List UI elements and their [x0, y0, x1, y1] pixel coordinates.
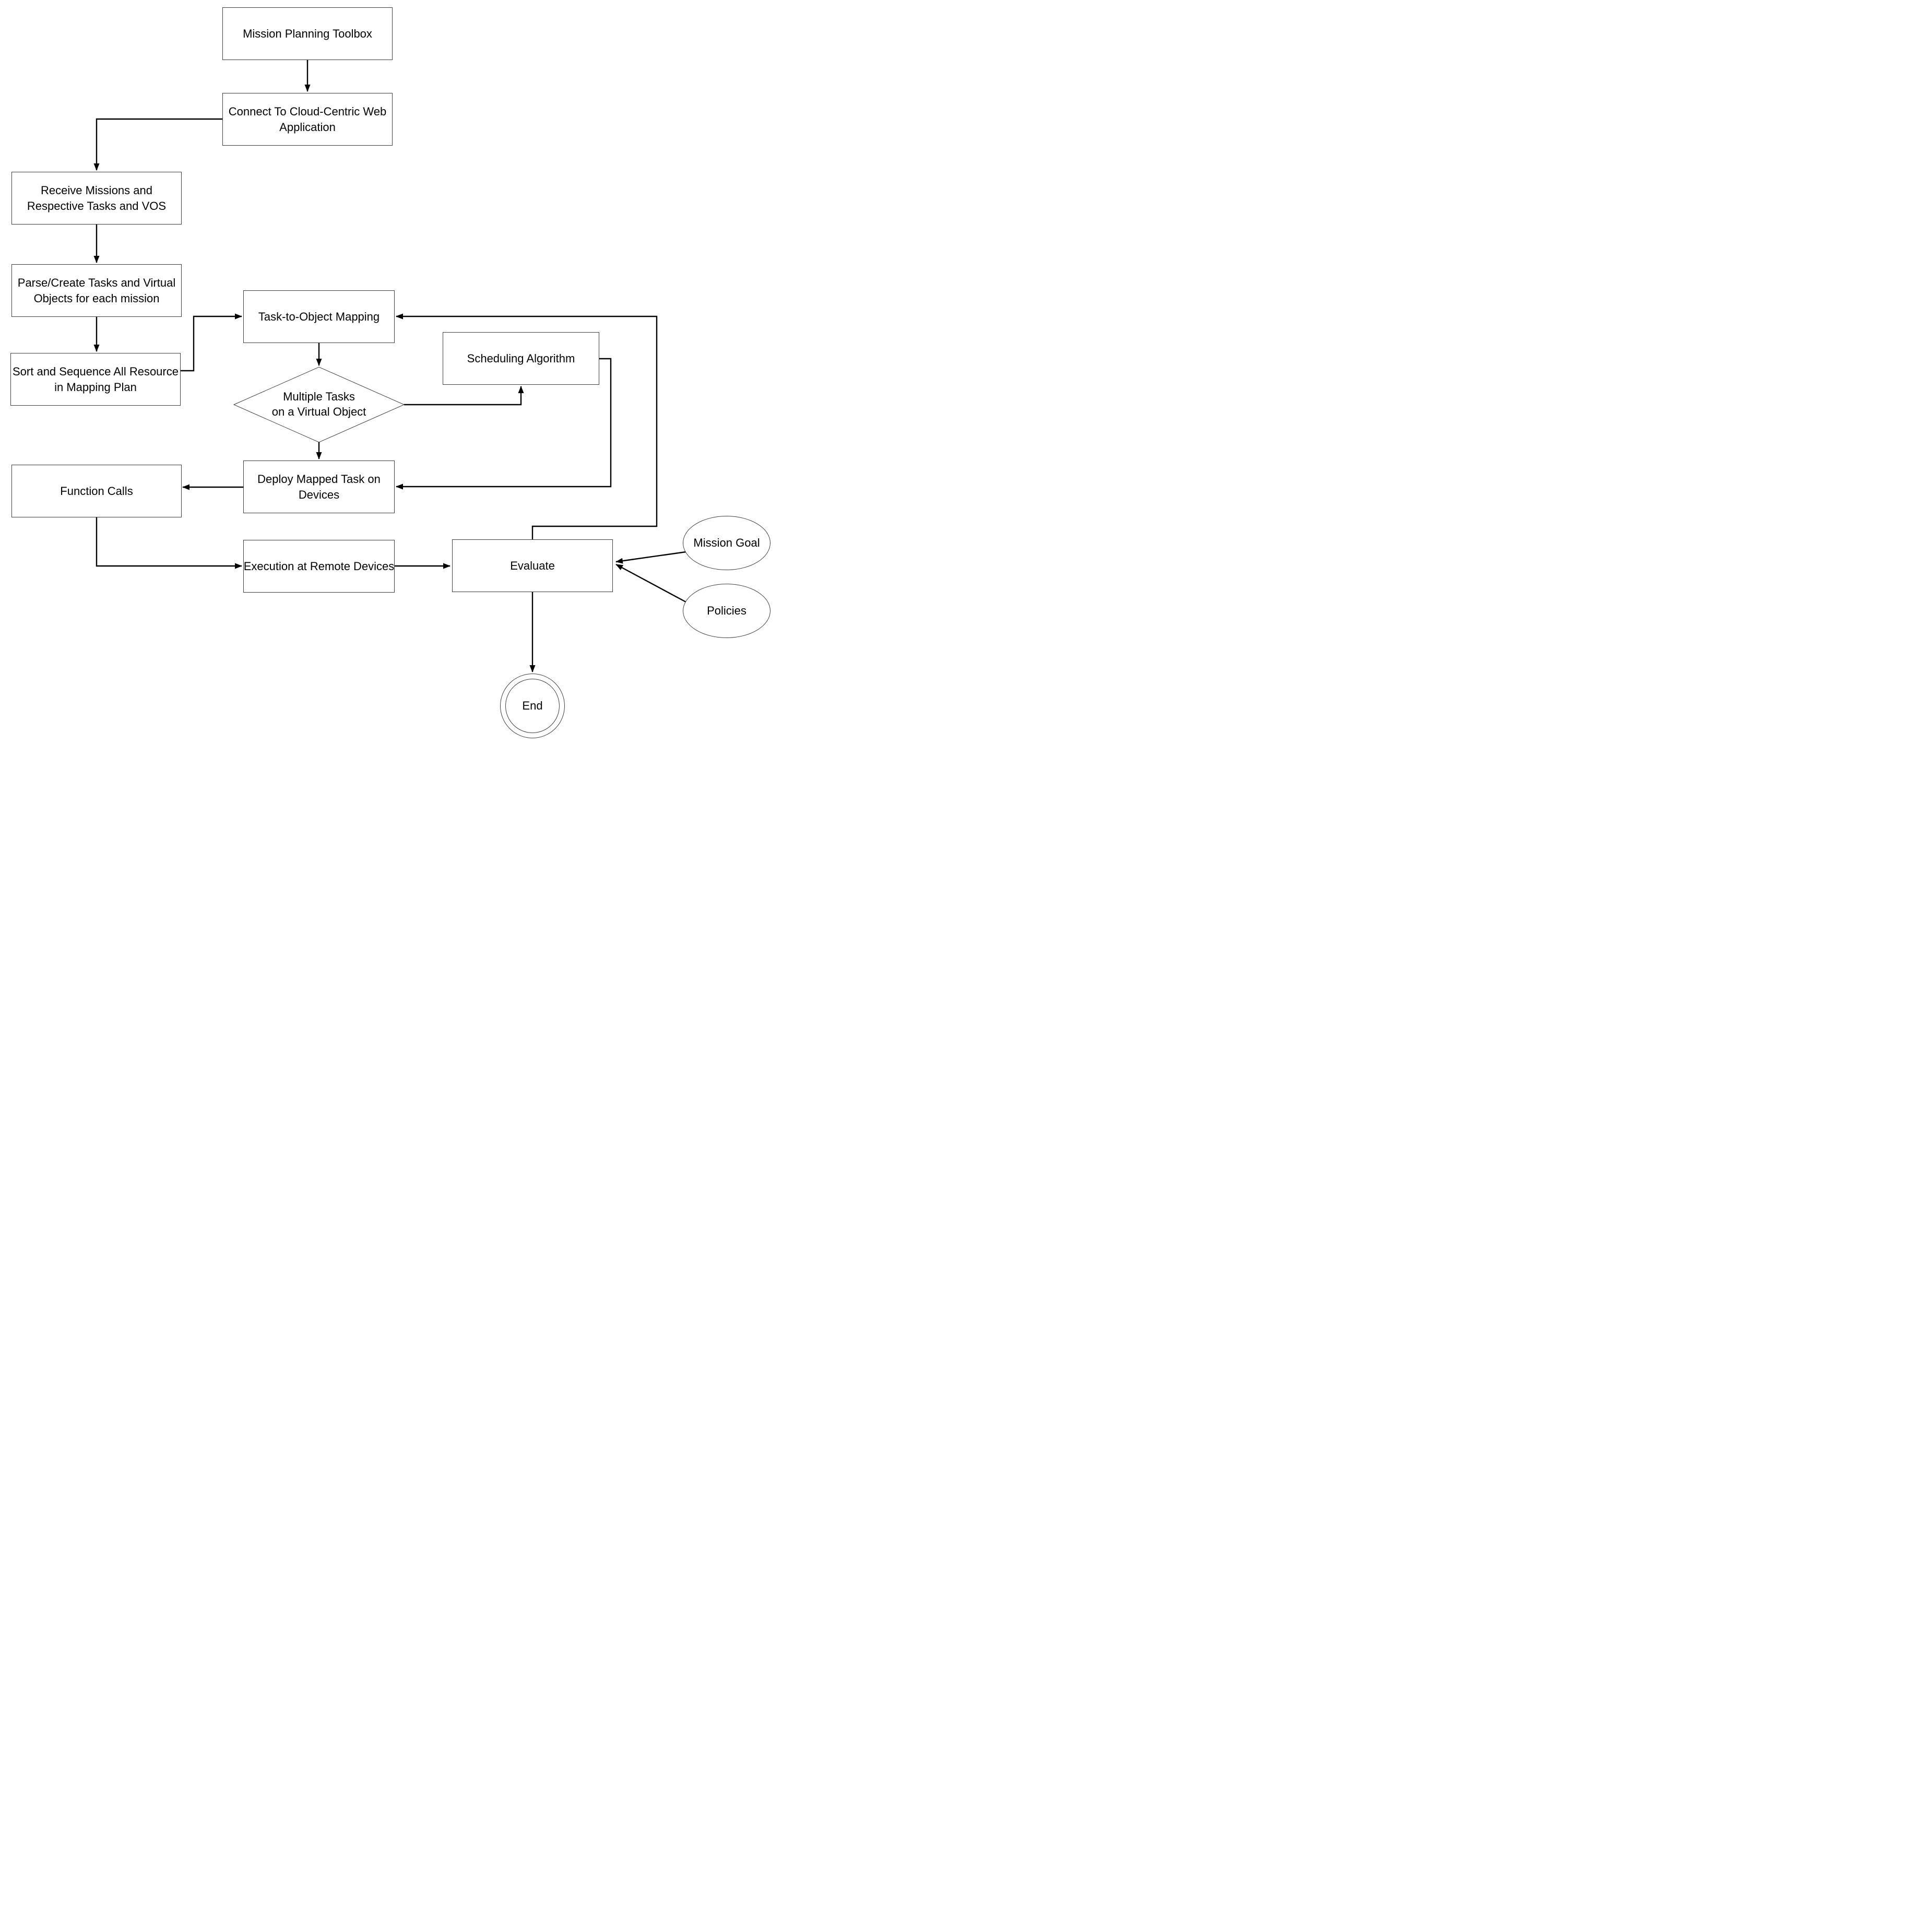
- node-execution-at-remote-devices: Execution at Remote Devices: [243, 540, 395, 593]
- node-label: Receive Missions and: [41, 184, 152, 197]
- node-label: Application: [279, 120, 336, 134]
- node-label: Multiple Tasks: [283, 389, 355, 403]
- edge-connect-to-receive: [93, 118, 222, 171]
- edge-scheduling-to-deploy: [396, 358, 612, 490]
- node-label: Scheduling Algorithm: [467, 351, 575, 365]
- node-deploy-mapped-task-on-devices: Deploy Mapped Task on Devices: [243, 461, 395, 513]
- node-connect-cloud-web-application: Connect To Cloud-Centric Web Application: [222, 93, 393, 146]
- node-label: End: [522, 699, 543, 713]
- node-label: Respective Tasks and VOS: [27, 199, 167, 213]
- node-label: Sort and Sequence All Resource: [13, 365, 179, 379]
- flowchart-canvas: Mission Planning Toolbox Connect To Clou…: [0, 0, 773, 770]
- edge-decision-to-scheduling: [404, 386, 524, 406]
- node-mission-goal: Mission Goal: [683, 516, 771, 570]
- node-sort-sequence-resource-mapping-plan: Sort and Sequence All Resource in Mappin…: [10, 353, 181, 406]
- node-scheduling-algorithm: Scheduling Algorithm: [443, 332, 599, 385]
- node-function-calls: Function Calls: [11, 465, 182, 517]
- node-label: Policies: [707, 604, 746, 618]
- node-label: on a Virtual Object: [271, 405, 366, 418]
- edge-evaluate-feedback-to-taskmapping: [396, 313, 658, 539]
- node-label: Connect To Cloud-Centric Web: [228, 105, 387, 119]
- node-label: Deploy Mapped Task on: [257, 473, 381, 486]
- node-label: Devices: [298, 488, 340, 501]
- node-parse-create-tasks-virtual-objects: Parse/Create Tasks and Virtual Objects f…: [11, 264, 182, 317]
- edge-policies-to-evaluate: [615, 563, 686, 603]
- node-evaluate: Evaluate: [452, 539, 613, 592]
- node-mission-planning-toolbox: Mission Planning Toolbox: [222, 7, 393, 60]
- node-task-to-object-mapping: Task-to-Object Mapping: [243, 290, 395, 343]
- node-policies: Policies: [683, 584, 771, 638]
- connector-layer: [93, 60, 686, 672]
- node-label: Function Calls: [60, 484, 133, 498]
- end-inner-circle: End: [505, 679, 560, 733]
- edge-functioncalls-to-execution: [96, 517, 242, 569]
- node-label: Execution at Remote Devices: [243, 559, 395, 573]
- edge-sort-to-taskmapping: [181, 313, 242, 372]
- node-end-terminator: End: [500, 674, 565, 738]
- node-receive-missions-tasks-vos: Receive Missions and Respective Tasks an…: [11, 172, 182, 225]
- node-label: Evaluate: [510, 559, 555, 572]
- edge-missiongoal-to-evaluate: [615, 551, 686, 564]
- node-label: Mission Goal: [693, 536, 760, 550]
- node-label: Parse/Create Tasks and Virtual: [17, 276, 176, 290]
- node-label: Objects for each mission: [33, 291, 160, 305]
- node-decision-multiple-tasks-on-virtual-object: Multiple Tasks on a Virtual Object: [241, 388, 397, 420]
- node-label: Mission Planning Toolbox: [243, 27, 372, 40]
- node-label: Task-to-Object Mapping: [258, 310, 380, 323]
- node-label: in Mapping Plan: [54, 380, 137, 394]
